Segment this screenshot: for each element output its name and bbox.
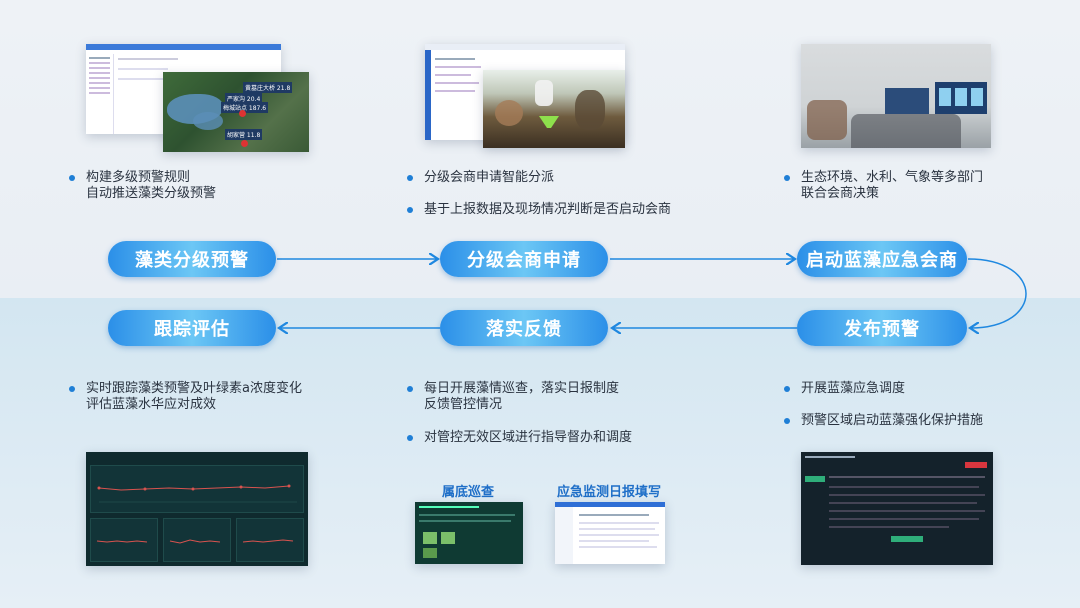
bullet-warning: 构建多级预警规则 自动推送藻类分级预警 [69, 170, 216, 202]
bullet-protection: 预警区域启动蓝藻强化保护措施 [784, 413, 983, 429]
bullet-dot-icon [407, 207, 413, 213]
daily-report-screenshot [555, 502, 665, 564]
bullet-tracking: 实时跟踪藻类预警及叶绿素a浓度变化 评估蓝藻水华应对成效 [69, 381, 302, 413]
bullet-dot-icon [784, 418, 790, 424]
bullet-supervise: 对管控无效区域进行指导督办和调度 [407, 430, 632, 446]
bullet-dot-icon [69, 386, 75, 392]
step-algae-warning[interactable]: 藻类分级预警 [108, 241, 276, 277]
bullet-dot-icon [784, 386, 790, 392]
bullet-dot-icon [69, 175, 75, 181]
tracking-dashboard-screenshot [86, 452, 308, 566]
map-label-1: 黄墓庄大桥 21.8 [243, 82, 293, 93]
daily-report-title: 应急监测日报填写 [557, 485, 662, 500]
step-start-emergency-consult[interactable]: 启动蓝藻应急会商 [797, 241, 967, 277]
bullet-dot-icon [407, 175, 413, 181]
bullet-daily-patrol: 每日开展藻情巡查，落实日报制度 反馈管控情况 [407, 381, 619, 413]
map-label-3: 梅城站点 187.6 [221, 102, 269, 113]
step-feedback[interactable]: 落实反馈 [440, 310, 608, 346]
emergency-dispatch-screenshot [801, 452, 993, 565]
bullet-dot-icon [407, 386, 413, 392]
trend-line-chart [97, 484, 297, 503]
bullet-dot-icon [784, 175, 790, 181]
warning-marker-icon [241, 140, 248, 147]
map-label-4: 胡家营 11.8 [225, 129, 263, 140]
map-panel: 黄墓庄大桥 21.8 严家沟 20.4 梅城站点 187.6 胡家营 11.8 [163, 72, 309, 152]
patrol-title: 属底巡查 [442, 485, 495, 500]
field-photo [483, 70, 625, 148]
warning-marker-icon [239, 110, 246, 117]
bullet-dispatch: 分级会商申请智能分派 [407, 170, 554, 186]
bullet-judge: 基于上报数据及现场情况判断是否启动会商 [407, 202, 671, 218]
bullet-dot-icon [407, 435, 413, 441]
bullet-dispatch-emergency: 开展蓝藻应急调度 [784, 381, 905, 397]
bullet-multi-dept: 生态环境、水利、气象等多部门 联合会商决策 [784, 170, 983, 202]
step-tracking-evaluation[interactable]: 跟踪评估 [108, 310, 276, 346]
map-label-2: 严家沟 20.4 [225, 93, 263, 104]
meeting-photo [801, 44, 991, 148]
step-issue-warning[interactable]: 发布预警 [797, 310, 967, 346]
step-consult-request[interactable]: 分级会商申请 [440, 241, 608, 277]
patrol-screenshot [415, 502, 523, 564]
